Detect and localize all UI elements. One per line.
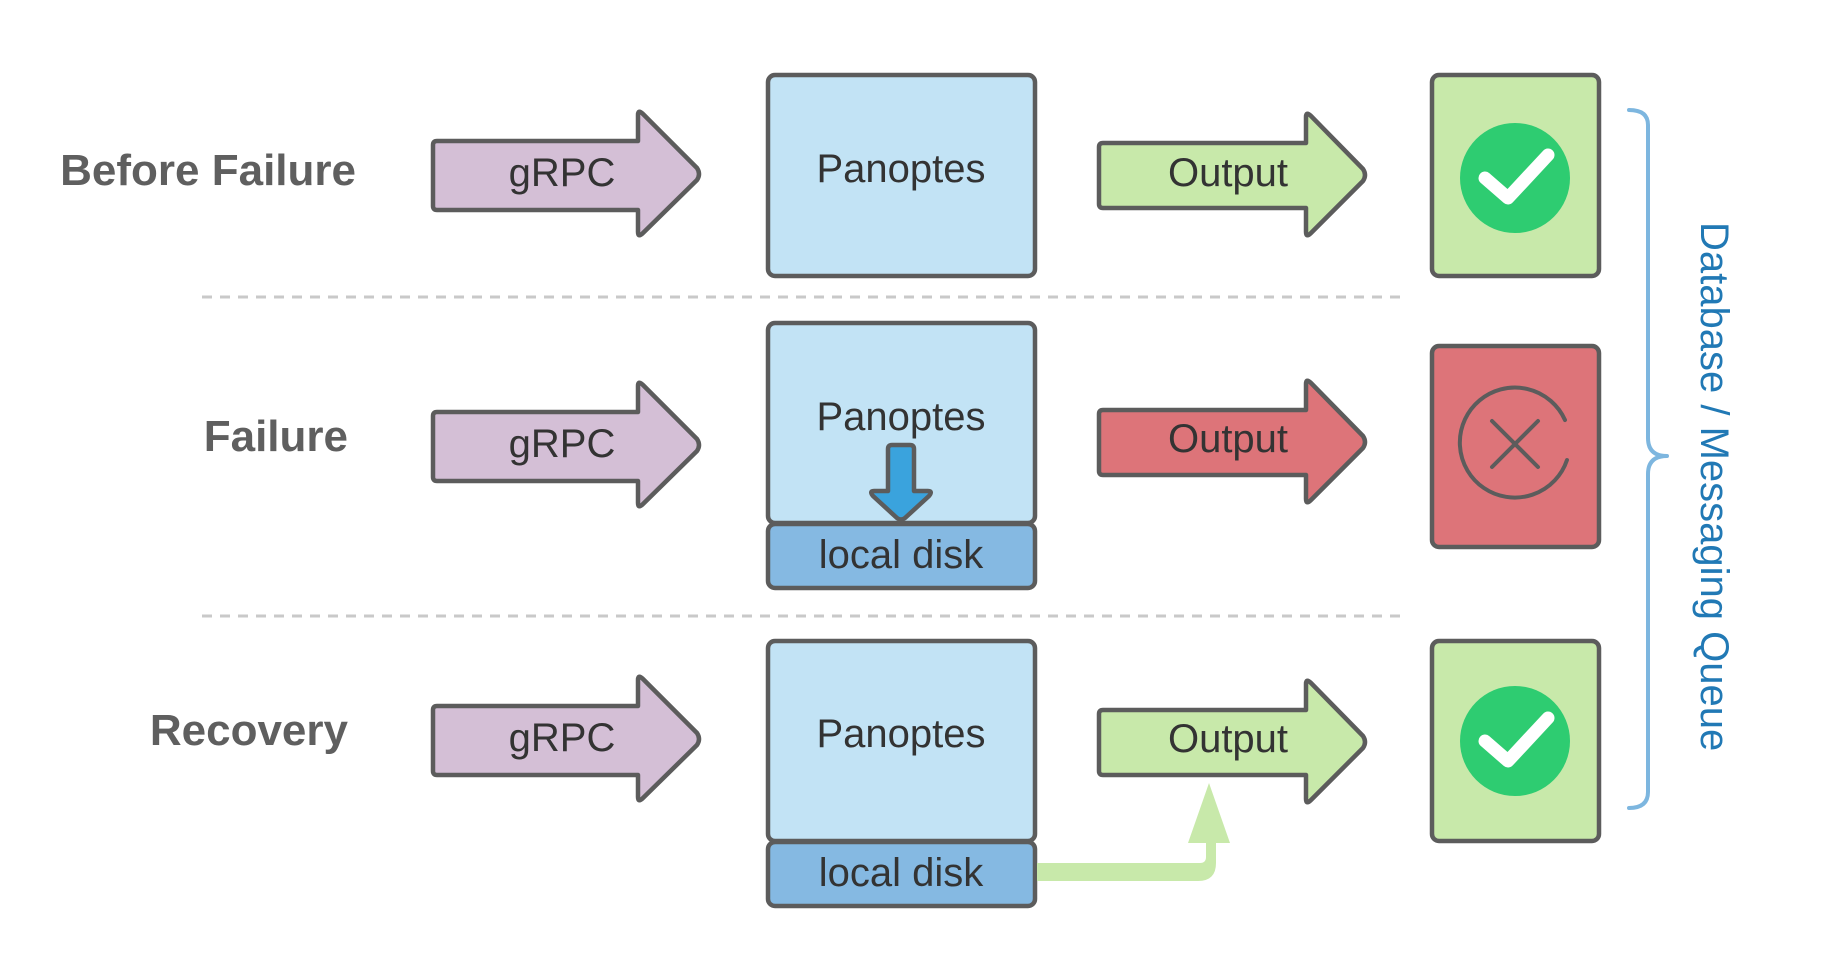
output-arrow: Output bbox=[1096, 378, 1368, 505]
grpc-arrow: gRPC bbox=[430, 674, 702, 803]
panoptes-label: Panoptes bbox=[816, 147, 985, 191]
grpc-label: gRPC bbox=[509, 422, 616, 466]
output-arrow: Output bbox=[1096, 678, 1368, 805]
output-arrow: Output bbox=[1096, 111, 1368, 238]
row-recovery: Recovery gRPC Panoptes local disk Output bbox=[150, 638, 1602, 909]
row-label: Recovery bbox=[150, 706, 349, 755]
panoptes-box: Panoptes bbox=[765, 72, 1038, 279]
check-circle-icon bbox=[1460, 123, 1570, 233]
status-ok-box bbox=[1429, 638, 1602, 844]
row-label: Before Failure bbox=[60, 146, 356, 195]
recovery-arrow bbox=[1037, 783, 1230, 881]
local-disk-label: local disk bbox=[819, 851, 985, 895]
grpc-arrow: gRPC bbox=[430, 109, 702, 238]
side-label-group: Database / Messaging Queue bbox=[1692, 222, 1736, 751]
x-circle-icon bbox=[1457, 385, 1569, 500]
panoptes-box: Panoptes bbox=[765, 638, 1038, 844]
local-disk-box: local disk bbox=[765, 839, 1038, 909]
grpc-label: gRPC bbox=[509, 151, 616, 195]
local-disk-label: local disk bbox=[819, 533, 985, 577]
down-arrow-icon bbox=[869, 442, 933, 522]
row-failure: Failure gRPC Panoptes local disk Output bbox=[204, 320, 1602, 591]
panoptes-label: Panoptes bbox=[816, 395, 985, 439]
check-circle-icon bbox=[1460, 686, 1570, 796]
output-label: Output bbox=[1168, 417, 1288, 461]
panoptes-label: Panoptes bbox=[816, 712, 985, 756]
grpc-arrow: gRPC bbox=[430, 380, 702, 509]
status-ok-box bbox=[1429, 72, 1602, 279]
output-label: Output bbox=[1168, 717, 1288, 761]
local-disk-box: local disk bbox=[765, 521, 1038, 591]
grpc-label: gRPC bbox=[509, 716, 616, 760]
status-fail-box bbox=[1429, 343, 1602, 550]
row-label: Failure bbox=[204, 412, 348, 461]
brace-bracket bbox=[1627, 108, 1669, 810]
row-before-failure: Before Failure gRPC Panoptes Output bbox=[60, 72, 1602, 279]
database-messaging-queue-label: Database / Messaging Queue bbox=[1692, 222, 1736, 751]
output-label: Output bbox=[1168, 151, 1288, 195]
